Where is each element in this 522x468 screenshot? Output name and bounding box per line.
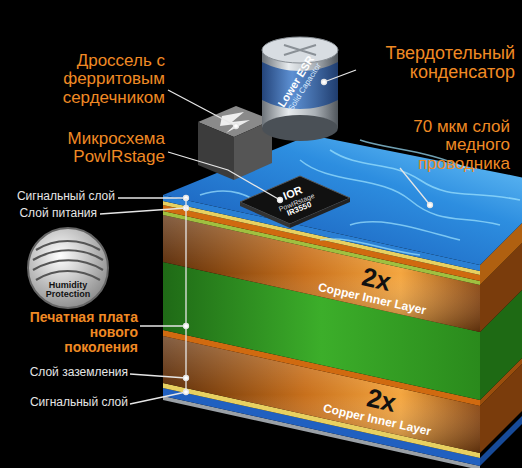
layer-stack (163, 135, 522, 468)
humidity-icon (28, 228, 108, 308)
humidity-badge: Humidity Protection (30, 278, 106, 302)
callout-label: Твердотельный конденсатор (355, 44, 515, 83)
callout-label: Печатная плата нового поколения (20, 310, 138, 355)
callout-label: Сигнальный слой (5, 190, 115, 203)
chip-body (240, 176, 350, 224)
callout-label: Дроссель с ферритовым сердечником (20, 52, 165, 107)
callout-label: Микросхема PowIRstage (20, 130, 165, 167)
capacitor-cylinder (262, 37, 338, 141)
callout-label: Слой заземления (5, 366, 128, 379)
node-text: Humidity Protection (30, 281, 106, 300)
inductor-cube (198, 106, 272, 180)
callout-label: Слой питания (5, 207, 97, 220)
callout-label: Сигнальный слой (5, 396, 128, 409)
leader-lines (100, 70, 433, 404)
callout-label: 70 мкм слой медного проводника (360, 118, 510, 173)
